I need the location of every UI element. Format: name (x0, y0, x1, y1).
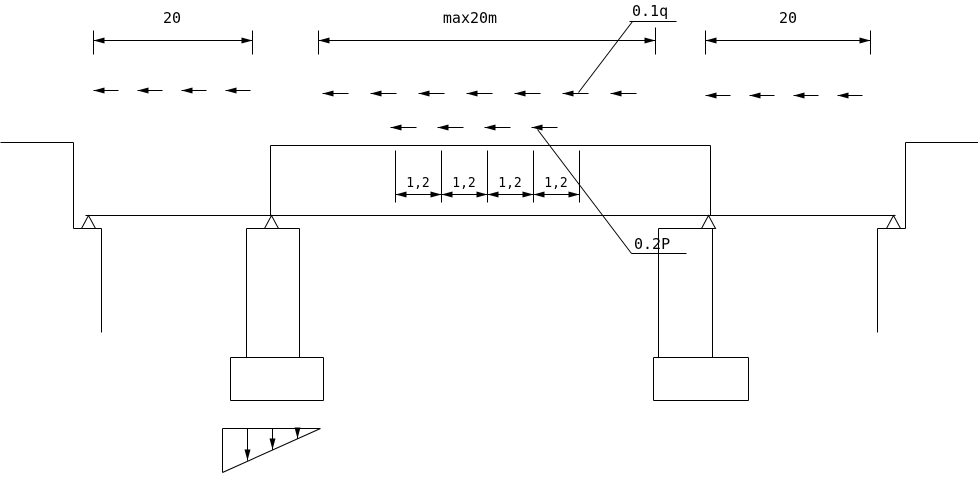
spacing-label: 1,2 (452, 176, 475, 191)
load-q-leader (578, 21, 677, 93)
bearing-triangle (885, 214, 902, 229)
leader-line (578, 21, 633, 93)
right-pier (653, 228, 749, 401)
spacing-label: 1,2 (498, 176, 521, 191)
bearing-supports (80, 214, 902, 229)
bridge-structure (85, 145, 896, 216)
axle-spacing-dimensions (395, 150, 580, 203)
bearing-triangle (80, 214, 97, 229)
dim-label-main: max20m (443, 9, 497, 27)
load-label-q: 0.1q (632, 2, 668, 20)
dim-label-left: 20 (163, 9, 181, 27)
right-abutment (877, 142, 978, 333)
dimension-left-span (93, 30, 253, 55)
dimension-right-span (705, 30, 871, 55)
bearing-triangle (700, 214, 717, 229)
load-hypotenuse (222, 428, 321, 473)
spacing-label: 1,2 (406, 176, 429, 191)
leader-line (537, 129, 632, 254)
left-abutment (0, 142, 102, 333)
load-label-p: 0.2P (634, 235, 670, 253)
soil-pressure-load (222, 427, 321, 473)
drawing-lines (0, 21, 978, 473)
dimension-main-span (318, 27, 656, 55)
spacing-label: 1,2 (544, 176, 567, 191)
diagram-labels: 20 max20m 20 0.1q 0.2P 1,2 1,2 1,2 1,2 (163, 2, 797, 253)
bearing-triangle (263, 214, 280, 229)
dim-label-right: 20 (779, 9, 797, 27)
left-pier (230, 228, 324, 401)
